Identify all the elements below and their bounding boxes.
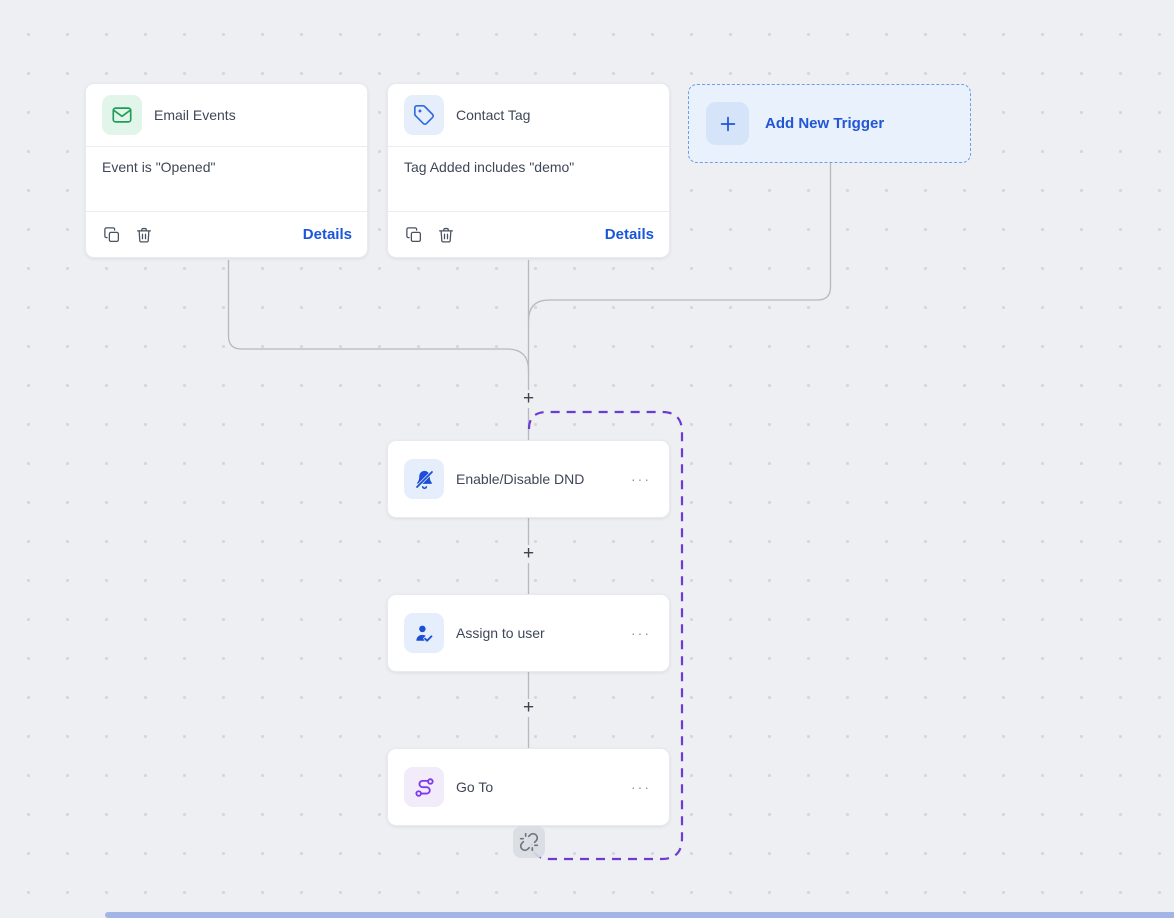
action-card-enable-disable-dnd[interactable]: Enable/Disable DND ··· [387, 440, 670, 518]
bell-off-icon [404, 459, 444, 499]
details-link[interactable]: Details [302, 226, 352, 243]
trigger-condition: Tag Added includes "demo" [388, 147, 669, 212]
trigger-title: Email Events [154, 107, 236, 123]
details-link[interactable]: Details [604, 226, 654, 243]
ellipsis-menu-icon[interactable]: ··· [631, 625, 651, 641]
trigger-card-footer: Details [86, 212, 367, 257]
add-step-button[interactable]: + [522, 543, 535, 564]
trash-icon[interactable] [133, 224, 155, 246]
action-card-go-to[interactable]: Go To ··· [387, 748, 670, 826]
email-icon [102, 95, 142, 135]
horizontal-scrollbar[interactable] [105, 912, 1174, 918]
trigger-card-header: Email Events [86, 84, 367, 147]
trash-icon[interactable] [435, 224, 457, 246]
action-title: Assign to user [456, 625, 545, 641]
action-title: Enable/Disable DND [456, 471, 585, 487]
trigger-card-footer: Details [388, 212, 669, 257]
tag-icon [404, 95, 444, 135]
copy-icon[interactable] [101, 224, 123, 246]
action-title: Go To [456, 779, 494, 795]
copy-icon[interactable] [403, 224, 425, 246]
trigger-title: Contact Tag [456, 107, 531, 123]
plus-icon [706, 102, 749, 145]
add-new-trigger-label: Add New Trigger [765, 115, 885, 132]
add-step-button[interactable]: + [522, 388, 535, 409]
action-card-assign-to-user[interactable]: Assign to user ··· [387, 594, 670, 672]
ellipsis-menu-icon[interactable]: ··· [631, 471, 651, 487]
connector-email-to-merge [227, 260, 530, 371]
unlink-icon[interactable] [513, 826, 545, 858]
add-new-trigger-button[interactable]: Add New Trigger [688, 84, 971, 163]
ellipsis-menu-icon[interactable]: ··· [631, 779, 651, 795]
trigger-card-email-events[interactable]: Email Events Event is "Opened" Details [85, 83, 368, 258]
trigger-card-header: Contact Tag [388, 84, 669, 147]
add-step-button[interactable]: + [522, 697, 535, 718]
trigger-card-contact-tag[interactable]: Contact Tag Tag Added includes "demo" De… [387, 83, 670, 258]
route-icon [404, 767, 444, 807]
trigger-condition: Event is "Opened" [86, 147, 367, 212]
user-check-icon [404, 613, 444, 653]
